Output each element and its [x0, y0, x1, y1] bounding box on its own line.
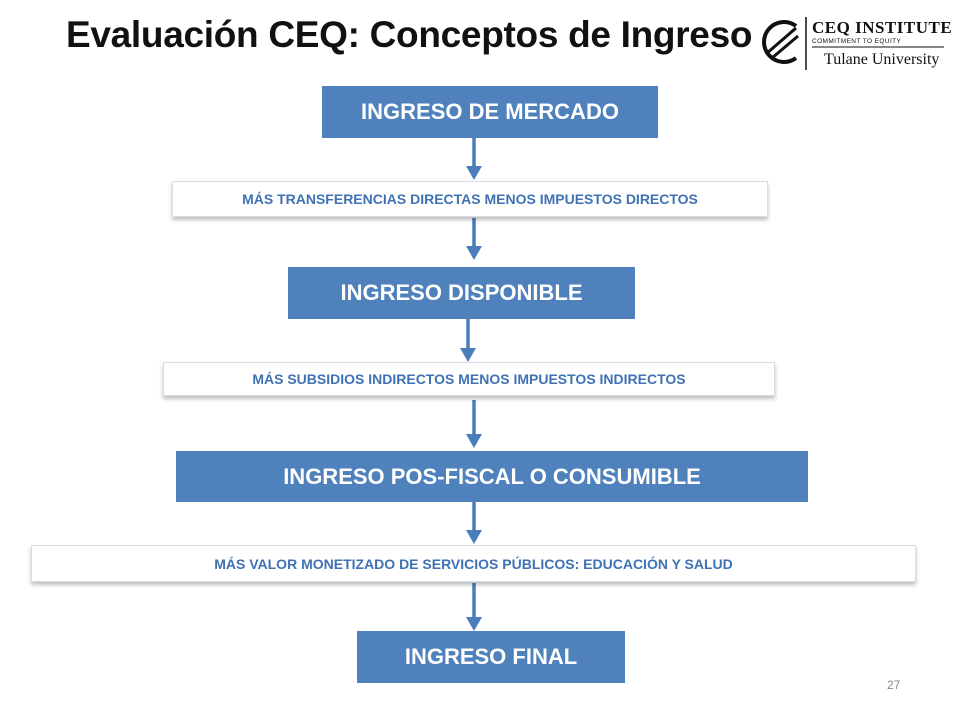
svg-text:CEQ INSTITUTE: CEQ INSTITUTE	[812, 18, 952, 37]
svg-text:Tulane University: Tulane University	[824, 51, 939, 68]
arrow-down-icon	[466, 138, 482, 180]
page-number: 27	[887, 678, 901, 692]
arrow-down-icon	[466, 400, 482, 448]
ceq-institute-logo: CEQ INSTITUTE COMMITMENT TO EQUITY Tulan…	[762, 17, 952, 70]
ceq-emblem-icon	[762, 20, 799, 64]
direct-transfers-taxes-step: MÁS TRANSFERENCIAS DIRECTAS MENOS IMPUES…	[172, 181, 768, 217]
svg-text:COMMITMENT TO EQUITY: COMMITMENT TO EQUITY	[812, 38, 902, 45]
arrow-down-icon	[466, 218, 482, 260]
final-income-box: INGRESO FINAL	[357, 631, 625, 683]
indirect-subsidies-taxes-step: MÁS SUBSIDIOS INDIRECTOS MENOS IMPUESTOS…	[163, 362, 775, 396]
disposable-income-box: INGRESO DISPONIBLE	[288, 267, 635, 319]
market-income-box: INGRESO DE MERCADO	[322, 86, 658, 138]
arrow-down-icon	[460, 318, 476, 362]
page-title: Evaluación CEQ: Conceptos de Ingreso	[66, 14, 753, 55]
public-services-step: MÁS VALOR MONETIZADO DE SERVICIOS PÚBLIC…	[31, 545, 916, 582]
consumable-income-box: INGRESO POS-FISCAL O CONSUMIBLE	[176, 451, 808, 502]
arrow-down-icon	[466, 583, 482, 631]
arrow-down-icon	[466, 500, 482, 544]
